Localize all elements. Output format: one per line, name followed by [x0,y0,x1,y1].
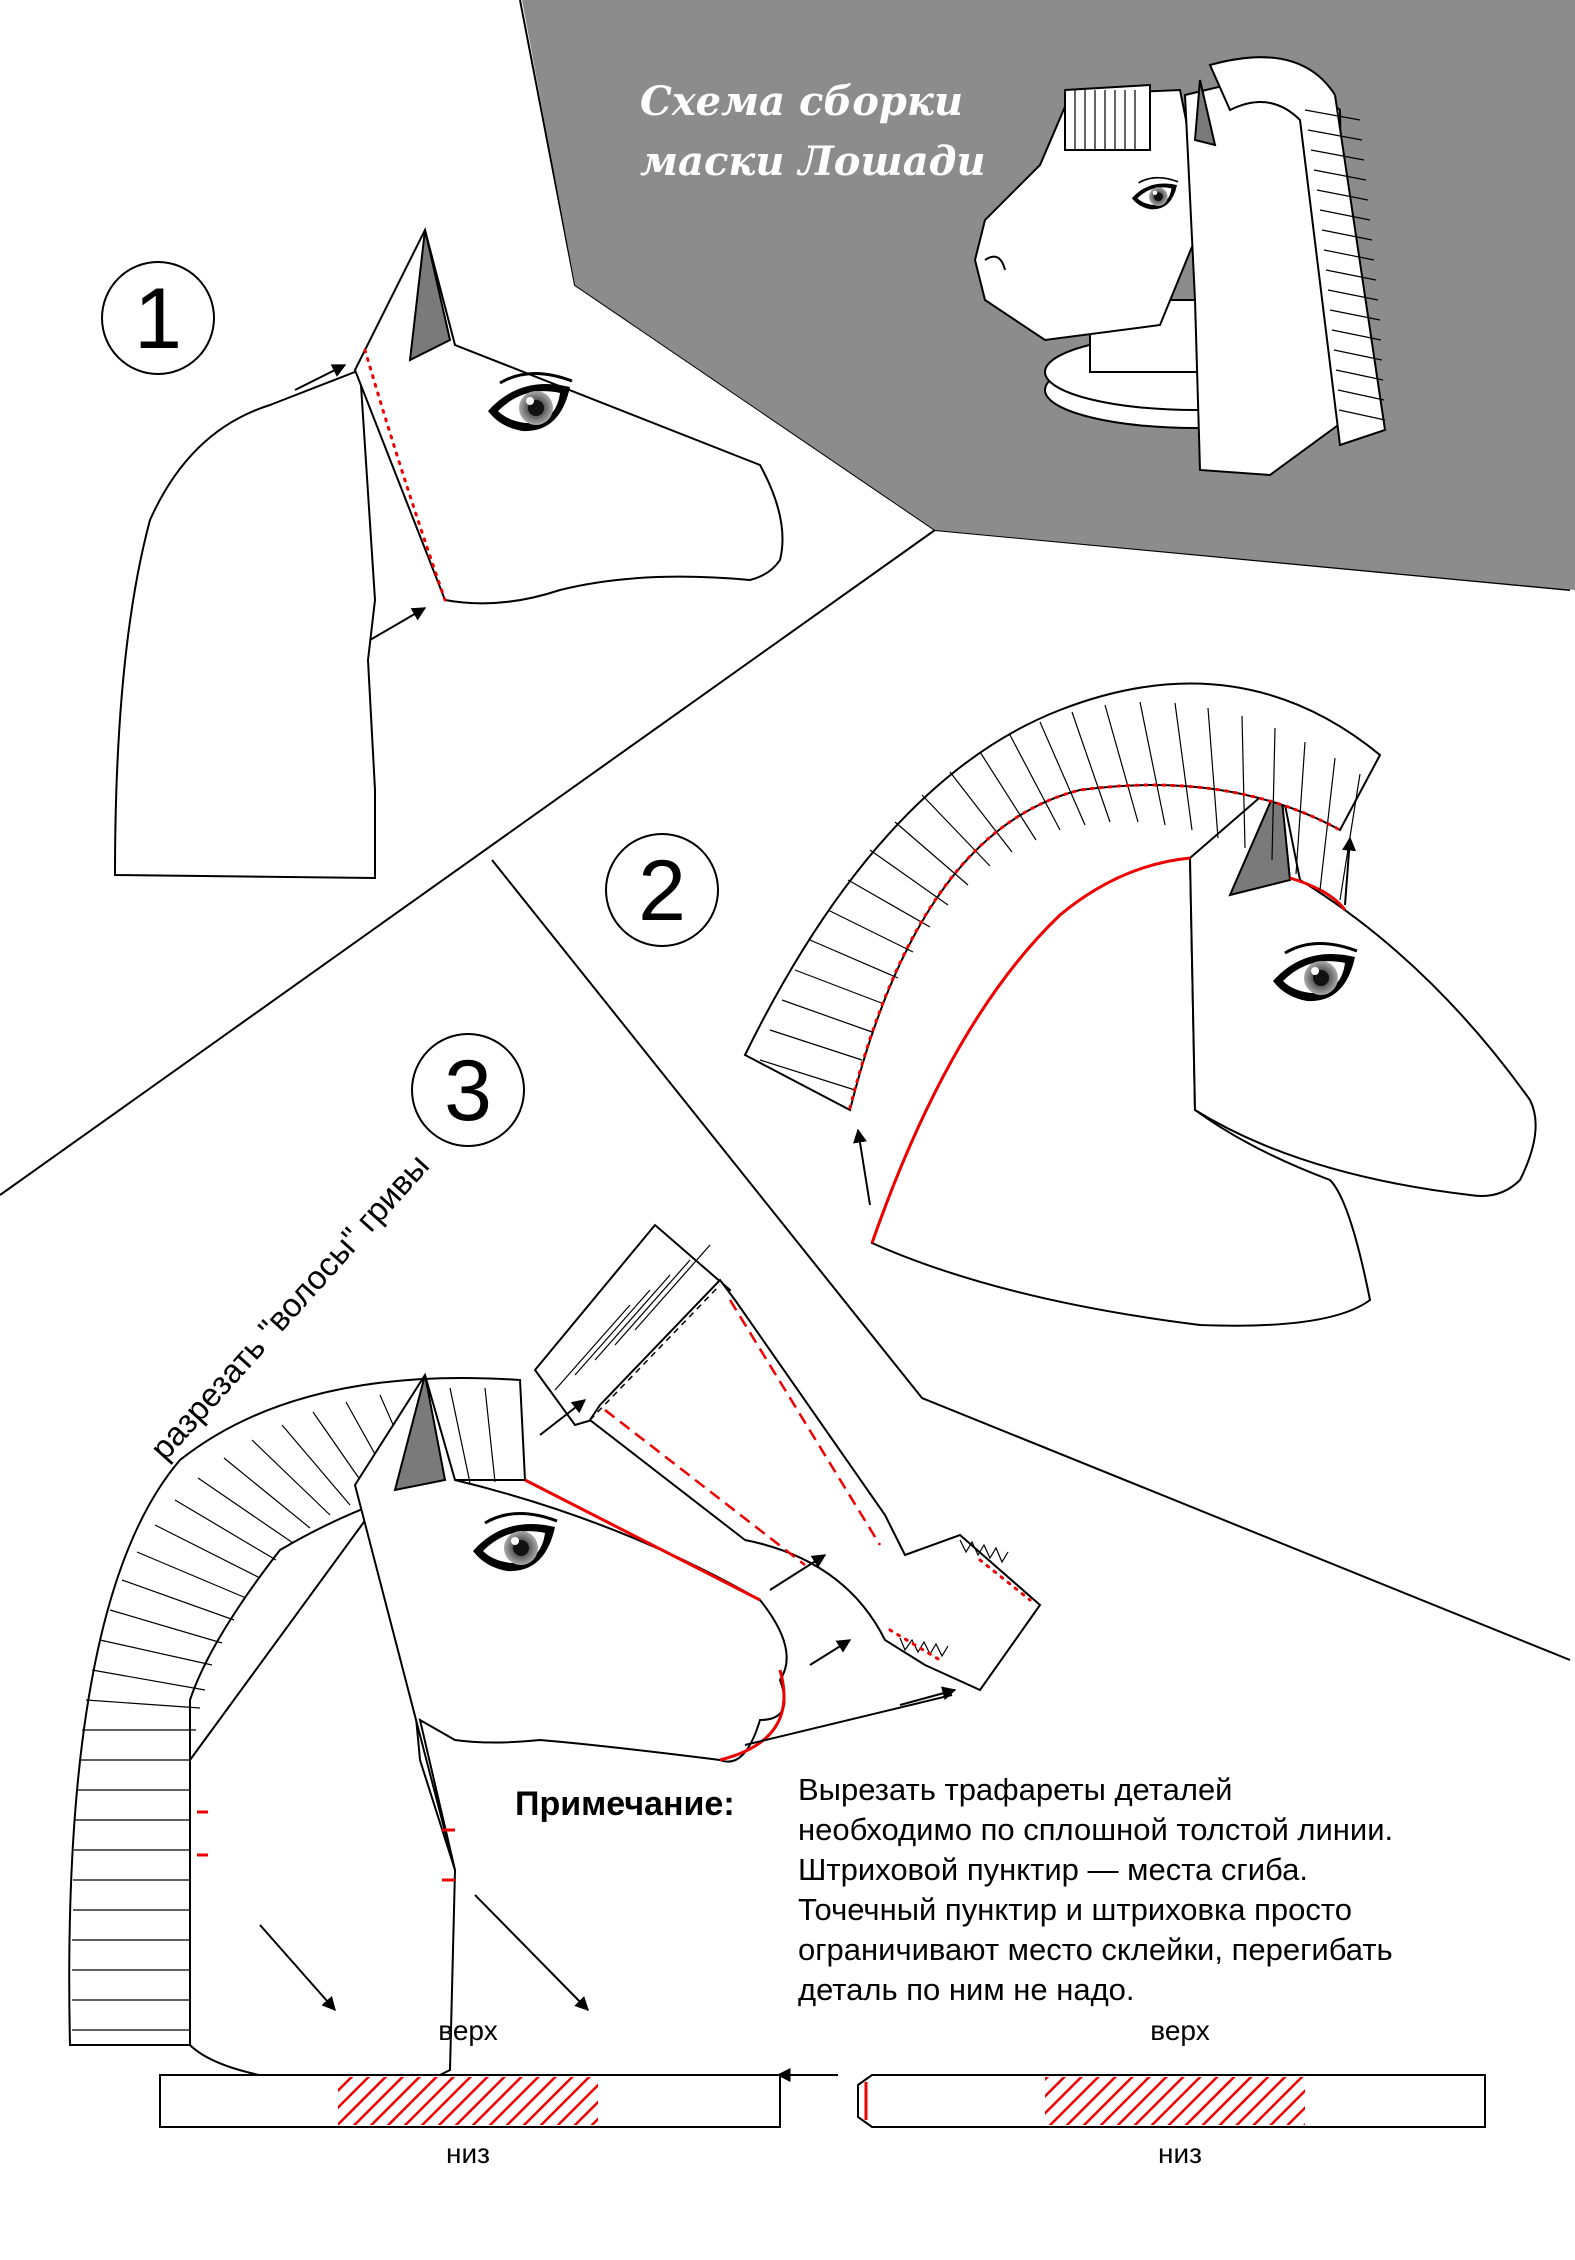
step-2-horse-head [743,682,1537,1327]
strip-left-top-label: верх [438,2015,497,2046]
strip-left: верх низ [159,2015,781,2169]
step-3-horse-head [68,1372,953,2092]
step-2: 2 [605,682,1537,1327]
step-3-nose-piece [533,1223,1042,1706]
note-line-6: деталь по ним не надо. [798,1972,1135,2007]
step-2-mane-hairs [759,701,1361,1091]
note-line-1: Вырезать трафареты деталей [798,1772,1233,1807]
note-heading: Примечание: [515,1785,735,1823]
note-line-2: необходимо по сплошной толстой линии. [798,1812,1393,1847]
strip-arrows [259,1894,838,2082]
step-1-number: 1 [134,271,182,367]
strip-left-bottom-label: низ [446,2138,490,2169]
note-line-4: Точечный пунктир и штриховка просто [798,1892,1352,1927]
strip-right-bottom-label: низ [1158,2138,1202,2169]
title-panel: Схема сборки маски Лошади [522,0,1575,590]
assembled-mask-illustration [973,56,1387,477]
note-line-3: Штриховой пунктир — места сгиба. [798,1852,1308,1887]
step-1: 1 [101,227,784,880]
title-line-1: Схема сборки [640,78,963,125]
title-line-2: маски Лошади [640,138,986,185]
strip-right-top-label: верх [1150,2015,1209,2046]
step-3-number: 3 [444,1043,492,1139]
step-1-horse-head [113,227,784,880]
strip-right: верх низ [857,2015,1486,2169]
step-2-number: 2 [638,843,686,939]
mane-hairs [1304,109,1386,421]
note-line-5: ограничивают место склейки, перегибать [798,1932,1393,1967]
note-block: Примечание: Вырезать трафареты деталей н… [515,1772,1393,2007]
